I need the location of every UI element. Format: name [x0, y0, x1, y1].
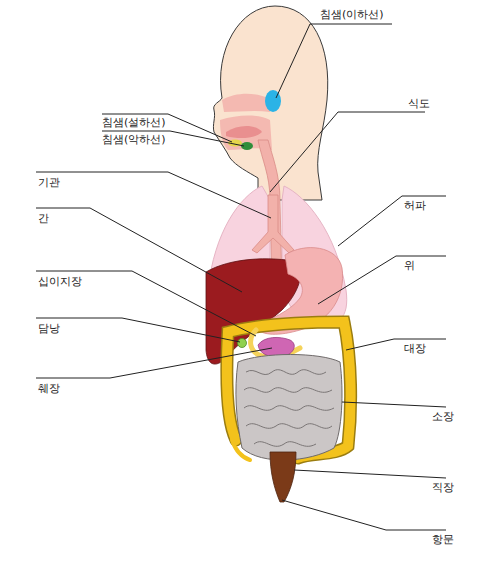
leader-lines	[36, 24, 446, 530]
tongue	[226, 126, 262, 138]
small-intestine-folds	[244, 370, 334, 447]
rectum	[270, 452, 296, 502]
organ-label: 위	[404, 259, 415, 272]
duodenum	[251, 330, 300, 357]
organ-label: 췌장	[38, 382, 60, 395]
organ-label: 대장	[404, 342, 426, 355]
organ-label: 소장	[432, 410, 454, 423]
organ-label: 직장	[432, 481, 454, 494]
organ-label: 식도	[408, 97, 430, 110]
organ-label: 허파	[404, 199, 426, 212]
gallbladder	[238, 339, 247, 348]
trachea	[252, 195, 294, 253]
organ-label: 항문	[432, 533, 454, 546]
organ-label: 담낭	[38, 322, 60, 335]
organ-label: 침샘(악하선)	[102, 133, 166, 146]
pancreas	[258, 337, 294, 356]
small-intestine	[236, 355, 342, 461]
organ-label: 침샘(설하선)	[102, 116, 166, 129]
organ-label: 간	[38, 212, 49, 225]
organ-label: 침샘(이하선)	[320, 8, 384, 21]
nasal-cavity	[222, 94, 270, 112]
organ-label: 십이지장	[38, 275, 82, 288]
organ-label: 기관	[38, 176, 60, 189]
